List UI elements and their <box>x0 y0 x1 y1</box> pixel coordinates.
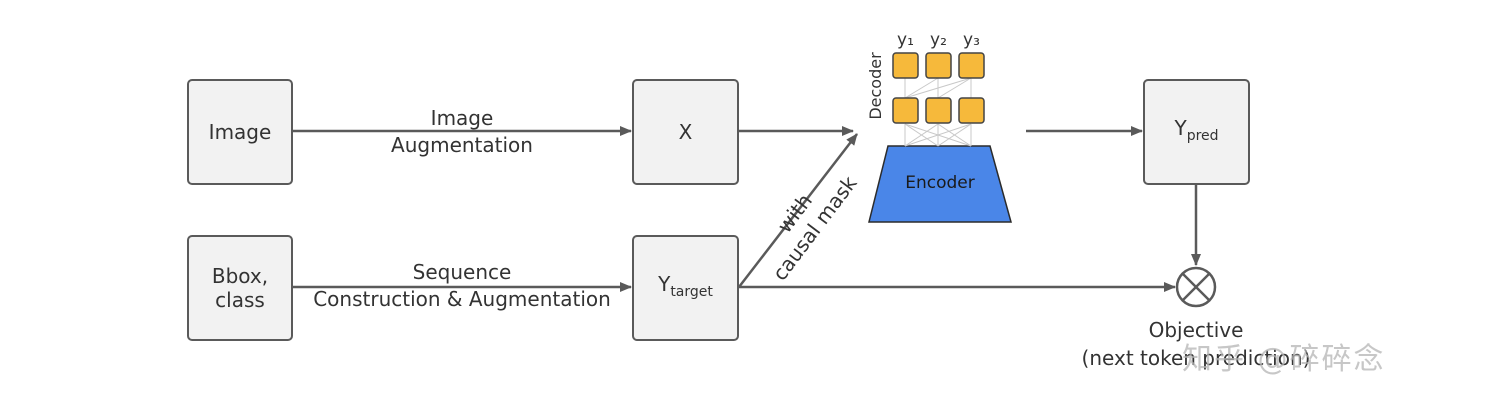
decoder-label: Decoder <box>866 52 885 120</box>
node-image-label: Image <box>208 120 272 144</box>
decoder-token <box>892 97 919 124</box>
objective-label: Objective (next token prediction) <box>1066 316 1326 372</box>
arrow-ytarget-to-model <box>738 133 858 288</box>
output-y3: y₃ <box>963 30 980 50</box>
node-x: X <box>632 79 739 185</box>
node-y-pred: Ypred <box>1143 79 1250 185</box>
node-bbox-class: Bbox, class <box>187 235 293 341</box>
image-aug-line2: Augmentation <box>391 133 533 157</box>
image-aug-line1: Image <box>430 106 494 130</box>
node-x-label: X <box>678 120 693 144</box>
y-target-main: Y <box>658 272 671 296</box>
decoder-token <box>925 97 952 124</box>
objective-otimes-icon <box>1175 266 1217 308</box>
decoder-tokens <box>892 52 985 124</box>
output-y1: y₁ <box>897 30 914 50</box>
encoder-block <box>868 145 1012 223</box>
node-y-target-label: Ytarget <box>658 272 713 304</box>
seq-line2: Construction & Augmentation <box>313 287 611 311</box>
decoder-token <box>958 52 985 79</box>
y-pred-sub: pred <box>1186 128 1219 144</box>
node-bbox-label-line1: Bbox, <box>211 264 269 288</box>
decoder-connections <box>904 77 972 147</box>
node-y-target: Ytarget <box>632 235 739 341</box>
decoder-token <box>925 52 952 79</box>
edge-label-image-augmentation: Image Augmentation <box>362 105 562 159</box>
node-y-pred-label: Ypred <box>1174 116 1218 148</box>
decoder-token <box>892 52 919 79</box>
seq-line1: Sequence <box>412 260 512 284</box>
edge-label-sequence-construction: Sequence Construction & Augmentation <box>302 259 622 313</box>
node-bbox-label-line2: class <box>215 288 265 312</box>
objective-line1: Objective <box>1148 318 1244 342</box>
decoder-token <box>958 97 985 124</box>
output-y2: y₂ <box>930 30 947 50</box>
y-pred-main: Y <box>1174 116 1187 140</box>
objective-line2: (next token prediction) <box>1081 346 1311 370</box>
node-image: Image <box>187 79 293 185</box>
y-target-sub: target <box>670 284 713 300</box>
encoder-label: Encoder <box>905 173 975 193</box>
watermark: 知乎 @碎碎念 <box>1182 342 1386 377</box>
